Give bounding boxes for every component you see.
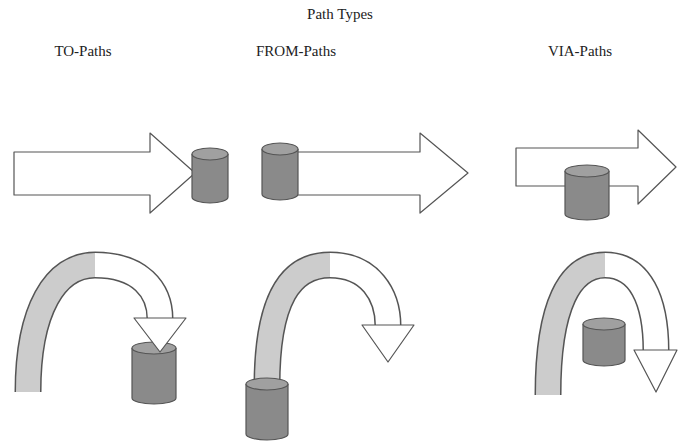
cylinder	[192, 148, 228, 203]
curved-arrow	[548, 265, 656, 395]
column-heading: VIA-Paths	[548, 42, 612, 60]
arrow-head	[362, 325, 414, 362]
cylinder	[246, 378, 288, 440]
diagram-title: Path Types	[307, 5, 373, 23]
column-heading: FROM-Paths	[256, 42, 336, 60]
cylinder	[583, 318, 625, 366]
column-heading: TO-Paths	[54, 42, 111, 60]
arrow-head	[134, 318, 186, 352]
cylinder	[262, 143, 298, 200]
straight-arrow	[296, 133, 468, 213]
cylinder	[132, 342, 176, 404]
straight-arrow	[14, 133, 195, 213]
arrow-head	[634, 350, 677, 392]
cylinder	[565, 165, 609, 220]
